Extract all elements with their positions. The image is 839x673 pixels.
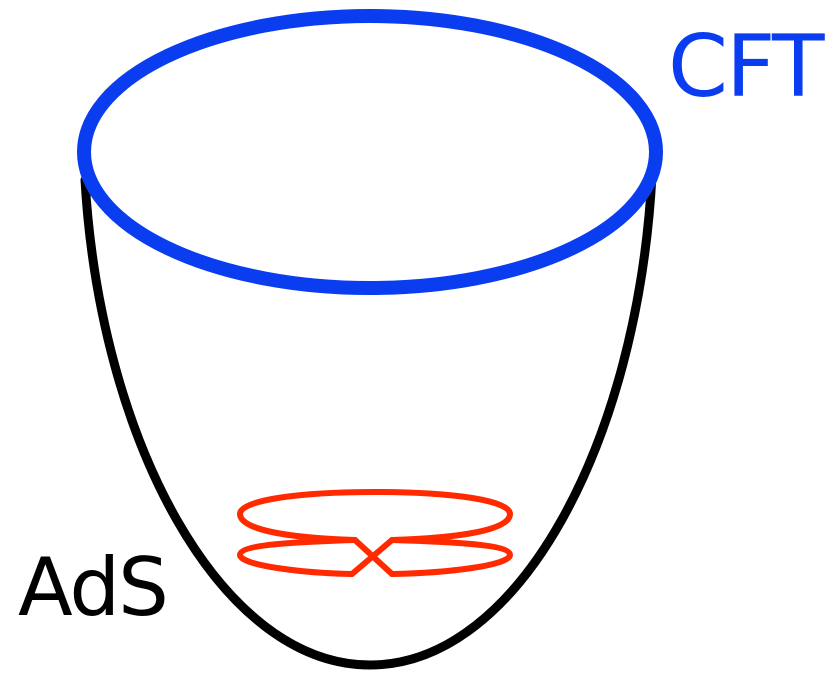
cft-label: CFT	[668, 24, 823, 110]
cft-boundary-ellipse	[84, 16, 656, 288]
ads-label: AdS	[18, 548, 167, 628]
string-crossing	[352, 540, 392, 574]
closed-string-loop	[240, 492, 510, 574]
string-upper-ring	[240, 492, 510, 540]
